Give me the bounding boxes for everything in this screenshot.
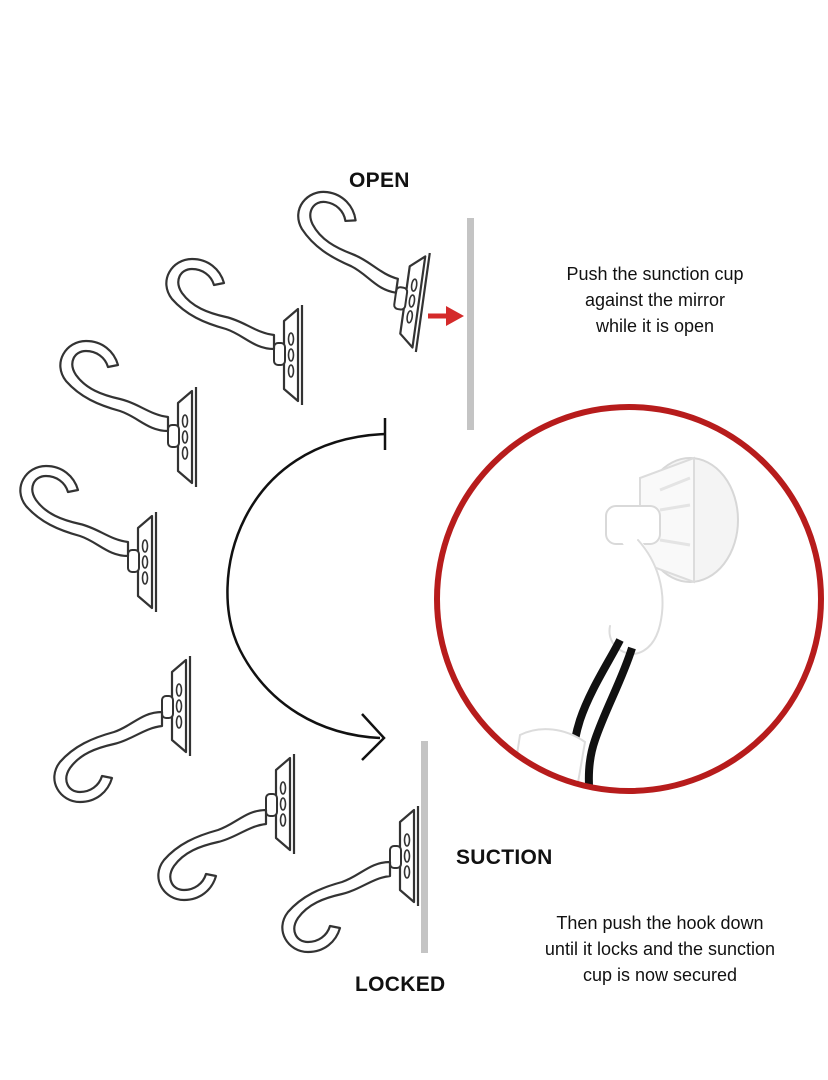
open-label: OPEN [349, 169, 410, 192]
hook-position-7-locked [281, 804, 420, 954]
hook-position-1-open [280, 187, 438, 354]
instruction-top: Push the sunction cup against the mirror… [520, 261, 790, 339]
hook-position-5 [53, 654, 192, 804]
hook-position-2 [165, 257, 304, 407]
right-arrow-icon [428, 306, 464, 326]
suction-hook-photo [434, 404, 824, 794]
suction-label: SUCTION [456, 846, 553, 869]
instruction-top-line-3: while it is open [595, 316, 715, 336]
instruction-top-line-2: against the mirror [584, 290, 726, 310]
instruction-bottom-line-2: until it locks and the sunction [544, 939, 776, 959]
instruction-bottom-line-1: Then push the hook down [556, 913, 764, 933]
hook-position-4 [19, 464, 158, 614]
instruction-top-line-1: Push the sunction cup [566, 264, 744, 284]
mirror-wall-top [467, 218, 474, 430]
instruction-bottom-line-3: cup is now secured [582, 965, 738, 985]
curved-arrow-icon [226, 418, 387, 761]
hook-position-6 [157, 752, 296, 902]
mirror-wall-bottom [421, 741, 428, 953]
hook-position-3 [59, 339, 198, 489]
locked-label: LOCKED [355, 973, 446, 996]
instruction-bottom: Then push the hook down until it locks a… [505, 910, 815, 988]
